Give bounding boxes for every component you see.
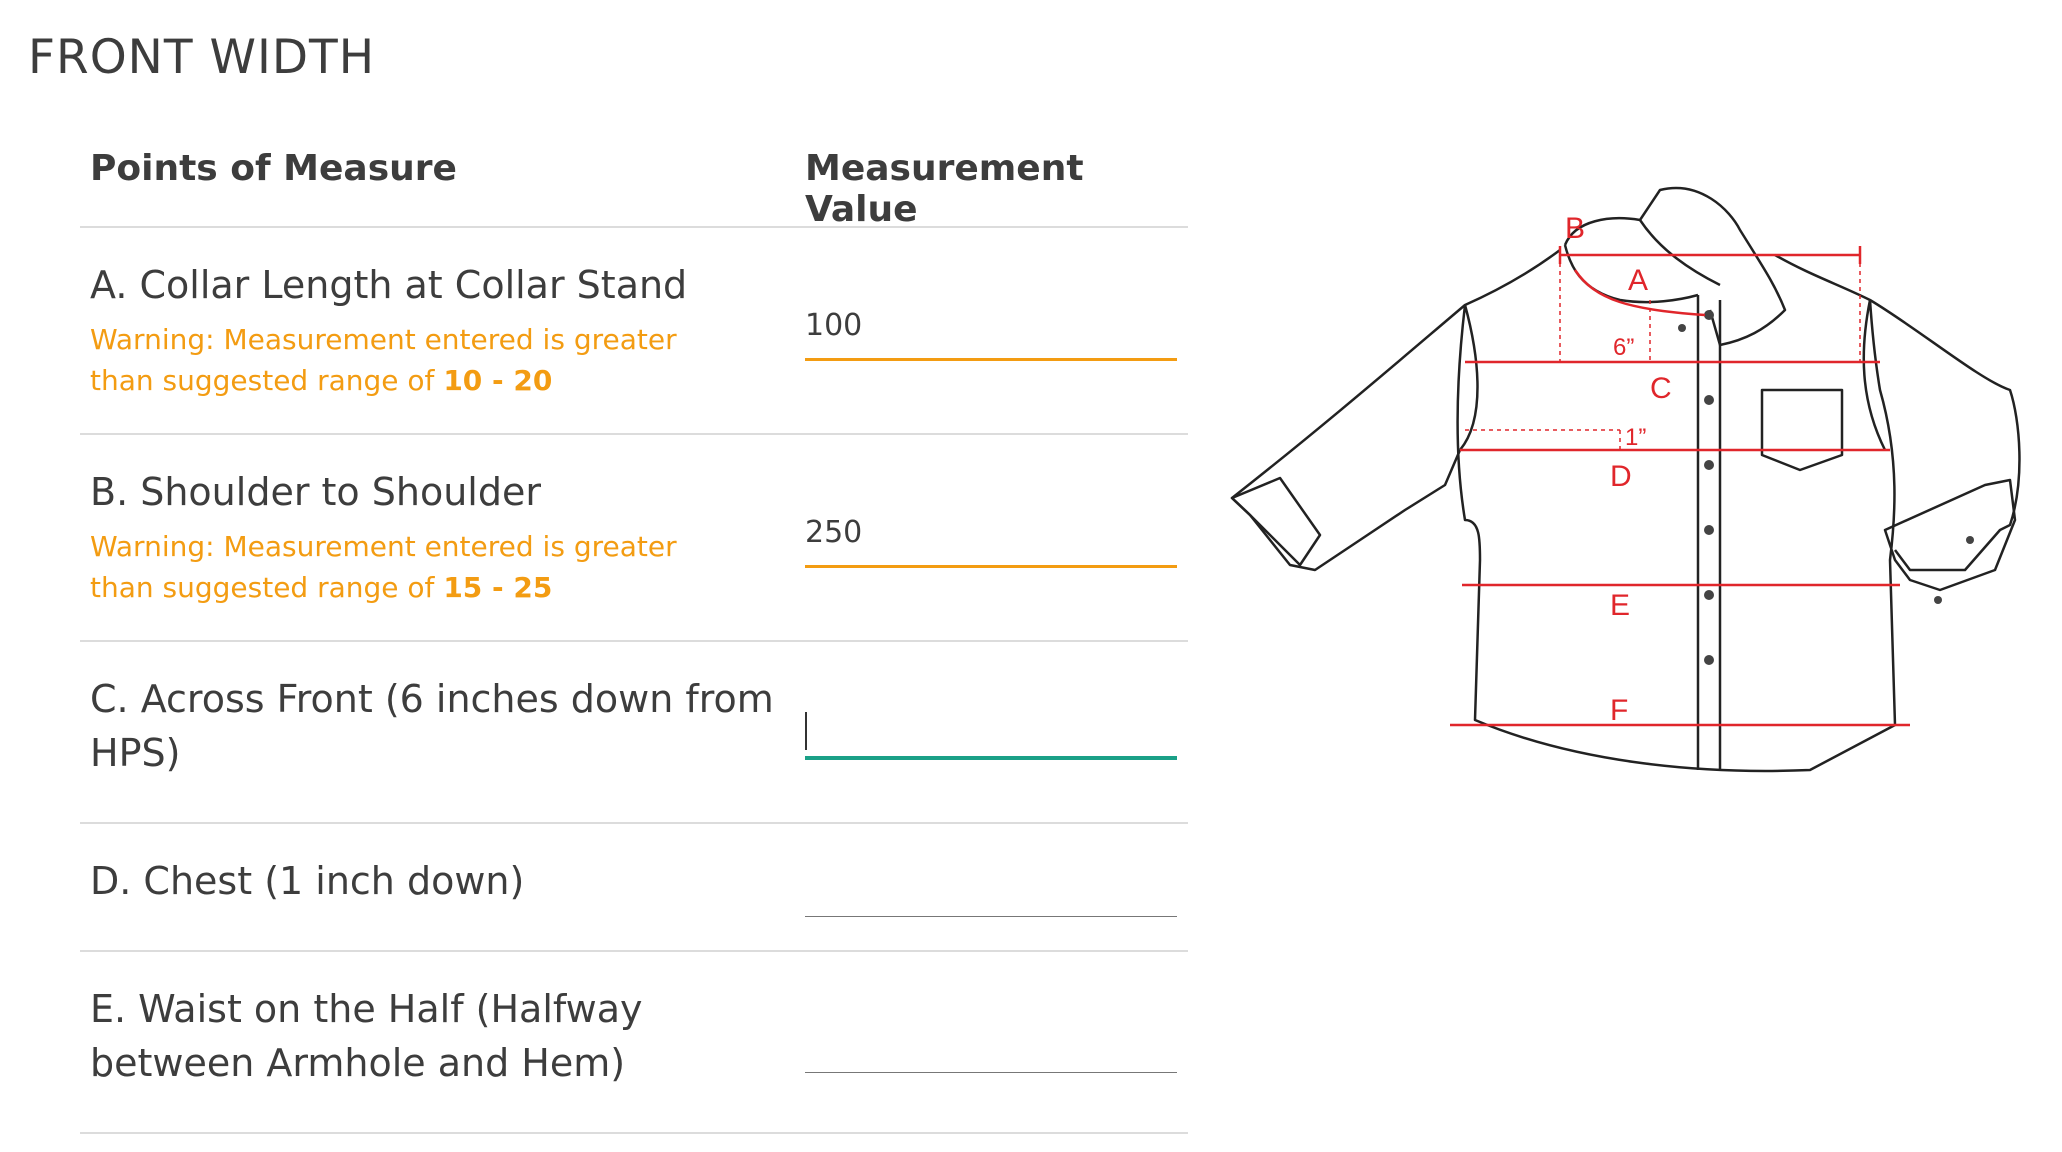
chest-input[interactable] [805,916,1177,917]
table-row: C. Across Front (6 inches down from HPS) [80,642,1188,824]
label-c: C [1650,372,1672,405]
collar-length-input[interactable]: 100 [805,306,1177,361]
row-label: A. Collar Length at Collar Stand [90,263,688,307]
guide-lines [1465,255,1861,450]
row-label: B. Shoulder to Shoulder [90,470,541,514]
col-header-points: Points of Measure [90,148,457,189]
section-title: FRONT WIDTH [28,30,376,85]
label-a: A [1628,264,1648,297]
shirt-diagram: B A 6” C 1” D E F [1220,100,2050,800]
col-header-value: Measurement Value [805,148,1084,230]
warning-range: 10 - 20 [443,364,553,397]
measurements-table: Points of Measure Measurement Value A. C… [80,128,1188,1134]
row-label: C. Across Front (6 inches down from HPS) [90,677,774,775]
input-value: 250 [805,515,863,550]
across-front-input[interactable] [805,712,1177,760]
input-underline-warning [805,358,1177,361]
label-f: F [1610,694,1628,727]
text-caret [805,712,807,750]
label-one-inch: 1” [1625,424,1646,451]
label-e: E [1610,589,1630,622]
table-row: A. Collar Length at Collar Stand Warning… [80,228,1188,435]
input-underline-active [805,756,1177,760]
table-row: E. Waist on the Half (Halfway between Ar… [80,952,1188,1134]
input-value: 100 [805,308,863,343]
shoulder-to-shoulder-input[interactable]: 250 [805,513,1177,568]
label-six-inch: 6” [1613,334,1634,361]
row-label: D. Chest (1 inch down) [90,859,525,903]
measurement-lines [1450,246,1910,727]
shirt-outline [1230,186,2021,773]
label-d: D [1610,460,1632,493]
label-b: B [1565,212,1585,245]
input-underline [805,1072,1177,1073]
input-underline-warning [805,565,1177,568]
input-underline [805,916,1177,917]
table-header: Points of Measure Measurement Value [80,128,1188,230]
warning-text: Warning: Measurement entered is greater … [90,319,710,401]
table-row: B. Shoulder to Shoulder Warning: Measure… [80,435,1188,642]
table-row: D. Chest (1 inch down) [80,824,1188,952]
shirt-buttons [1678,310,1974,665]
row-label: E. Waist on the Half (Halfway between Ar… [90,987,643,1085]
warning-range: 15 - 25 [443,571,553,604]
warning-text: Warning: Measurement entered is greater … [90,526,710,608]
warning-message: Warning: Measurement entered is greater … [90,530,677,604]
warning-message: Warning: Measurement entered is greater … [90,323,677,397]
waist-input[interactable] [805,1072,1177,1073]
